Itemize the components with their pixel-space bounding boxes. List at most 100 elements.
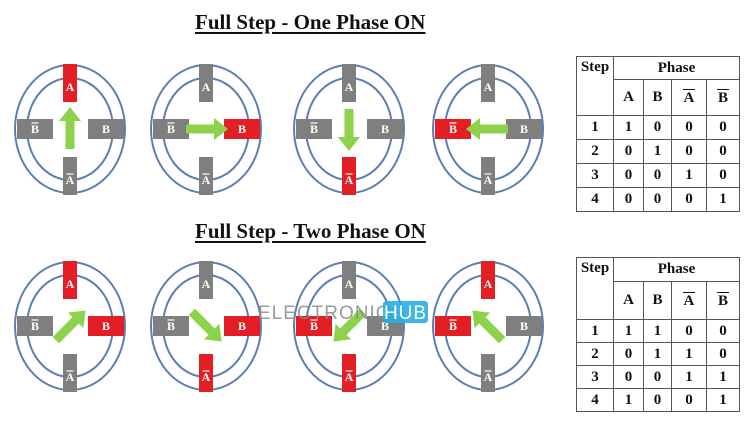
pole-left-energized: [435, 316, 471, 336]
step-cell: 4: [576, 187, 614, 212]
pole-right-energized: [224, 119, 260, 139]
pole-top-label: A: [484, 277, 493, 291]
phase-a-header: A: [613, 281, 644, 320]
watermark-badge-text: HUB: [384, 303, 427, 324]
pole-top-label: A: [66, 80, 75, 94]
phase-cell: 0: [670, 139, 707, 164]
pole-right: [506, 119, 542, 139]
phase-cell: 0: [705, 139, 741, 164]
watermark-text: ELECTRONICS: [258, 303, 404, 324]
phase-cell: 0: [613, 365, 644, 389]
pole-right-label: B: [102, 319, 110, 333]
step-header: Step: [576, 257, 614, 320]
pole-top-energized: [481, 261, 495, 299]
pole-left-label: B: [31, 319, 39, 333]
rotor-arrow-icon: [472, 310, 506, 344]
phase-header: Phase: [613, 257, 740, 282]
phase-cell: 1: [705, 187, 741, 212]
pole-bottom-label: A: [345, 173, 354, 187]
phase-cell: 0: [670, 319, 707, 343]
pole-top: [342, 64, 356, 102]
rotor-arrow-icon: [59, 107, 81, 149]
pole-right-label: B: [381, 319, 389, 333]
pole-top: [199, 64, 213, 102]
pole-left: [17, 119, 53, 139]
pole-bottom-label: A: [202, 173, 211, 187]
phase-cell: 1: [670, 342, 707, 366]
phase-b-bar-header: B: [705, 79, 741, 116]
pole-right-label: B: [381, 122, 389, 136]
pole-bottom-energized: [342, 354, 356, 392]
pole-bottom-label: A: [202, 370, 211, 384]
phase-cell: 0: [643, 163, 672, 188]
phase-cell: 1: [643, 139, 672, 164]
pole-bottom: [481, 354, 495, 392]
phase-cell: 1: [643, 319, 672, 343]
pole-left: [153, 316, 189, 336]
pole-left-label: B: [167, 122, 175, 136]
phase-a-bar-header: A: [670, 281, 707, 320]
phase-b-header: B: [643, 281, 672, 320]
pole-bottom: [199, 157, 213, 195]
pole-right: [367, 119, 403, 139]
rotor-arrow-icon: [466, 118, 508, 140]
one-phase-motor-2: A B A B: [150, 64, 262, 195]
one-phase-motor-3: A B A B: [293, 64, 405, 195]
step-cell: 4: [576, 388, 614, 412]
rotor-arrow-icon: [52, 310, 86, 344]
pole-right-energized: [224, 316, 260, 336]
pole-bottom-label: A: [345, 370, 354, 384]
phase-cell: 1: [705, 388, 741, 412]
pole-bottom: [481, 157, 495, 195]
step-cell: 1: [576, 115, 614, 140]
phase-cell: 1: [613, 388, 644, 412]
phase-cell: 0: [643, 115, 672, 140]
pole-left-energized: [296, 316, 332, 336]
pole-left: [17, 316, 53, 336]
phase-cell: 0: [643, 365, 672, 389]
phase-cell: 0: [705, 115, 741, 140]
phase-cell: 0: [705, 163, 741, 188]
phase-cell: 0: [643, 388, 672, 412]
pole-top-label: A: [345, 80, 354, 94]
pole-left-label: B: [31, 122, 39, 136]
pole-top-label: A: [202, 277, 211, 291]
pole-bottom-label: A: [66, 370, 75, 384]
step-cell: 3: [576, 163, 614, 188]
rotor-arrow-icon: [186, 118, 228, 140]
pole-right-label: B: [520, 319, 528, 333]
step-cell: 1: [576, 319, 614, 343]
phase-cell: 1: [613, 115, 644, 140]
pole-top-energized: [63, 261, 77, 299]
pole-top-label: A: [202, 80, 211, 94]
phase-cell: 0: [670, 187, 707, 212]
rotor-arrow-icon: [188, 308, 222, 342]
phase-cell: 0: [670, 388, 707, 412]
pole-top-label: A: [66, 277, 75, 291]
phase-cell: 1: [670, 365, 707, 389]
phase-cell: 0: [613, 187, 644, 212]
pole-left-label: B: [449, 319, 457, 333]
pole-right: [88, 119, 124, 139]
phase-cell: 0: [705, 319, 741, 343]
pole-top-energized: [63, 64, 77, 102]
pole-right: [506, 316, 542, 336]
pole-left-label: B: [310, 122, 318, 136]
phase-cell: 0: [705, 342, 741, 366]
step-cell: 2: [576, 139, 614, 164]
phase-cell: 0: [613, 163, 644, 188]
pole-right-label: B: [238, 122, 246, 136]
phase-cell: 1: [705, 365, 741, 389]
